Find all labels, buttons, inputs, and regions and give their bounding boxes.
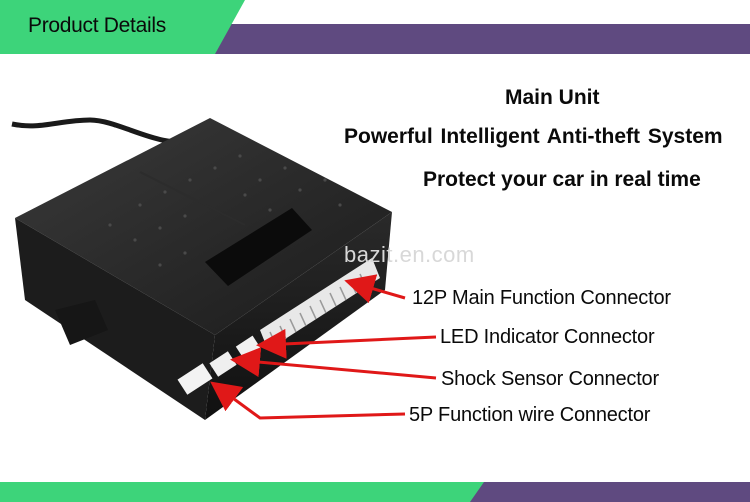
arrow-12p: [344, 274, 406, 304]
connector-shock: [209, 351, 237, 377]
watermark-text: bazit.en.com: [344, 242, 475, 267]
unit-top-dots: [108, 154, 342, 267]
footer-green-band: [0, 482, 470, 502]
label-12p-connector: 12P Main Function Connector: [412, 287, 671, 309]
unit-side-tab: [55, 300, 108, 345]
label-shock-connector: Shock Sensor Connector: [441, 368, 659, 390]
header-bar: Product Details: [0, 0, 750, 54]
caption-protect: Protect your car in real time: [423, 168, 701, 191]
label-led-connector: LED Indicator Connector: [440, 326, 655, 348]
label-5p-connector: 5P Function wire Connector: [409, 404, 651, 426]
footer-bar: [0, 482, 750, 502]
header-green-tab-tip: [215, 0, 245, 54]
arrow-led: [256, 328, 437, 359]
footer-green-tip: [470, 482, 484, 502]
arrow-shock: [230, 347, 437, 380]
cable-wire: [11, 117, 196, 145]
caption-main-unit: Main Unit: [505, 86, 600, 109]
caption-anti-theft: Powerful Intelligent Anti-theft System: [344, 125, 723, 148]
unit-window: [205, 208, 312, 286]
arrow-5p: [210, 381, 406, 420]
connector-5p: [177, 363, 213, 395]
header-green-tab: [0, 0, 215, 54]
page-title: Product Details: [28, 14, 166, 37]
unit-left-face: [15, 218, 215, 420]
unit-top-face: [15, 118, 392, 335]
